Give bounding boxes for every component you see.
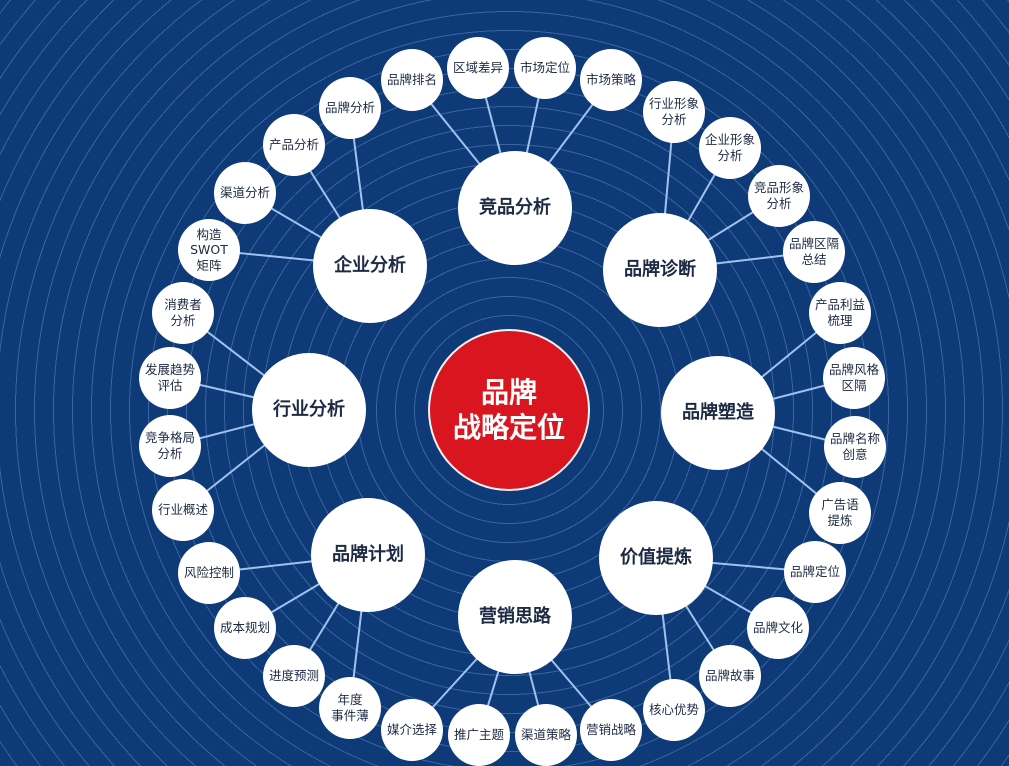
leaf-node-label: 渠道策略 bbox=[520, 727, 571, 743]
leaf-node: 市场定位 bbox=[514, 37, 576, 99]
leaf-node: 核心优势 bbox=[643, 679, 705, 741]
leaf-node: 年度 事件薄 bbox=[319, 677, 381, 739]
leaf-node-label: 营销战略 bbox=[585, 722, 636, 738]
category-node-label: 价值提炼 bbox=[620, 546, 692, 568]
leaf-node: 竞争格局 分析 bbox=[139, 415, 201, 477]
leaf-node-label: 进度预测 bbox=[268, 668, 319, 684]
leaf-node-label: 区域差异 bbox=[452, 60, 503, 76]
leaf-node: 品牌分析 bbox=[319, 77, 381, 139]
leaf-node-label: 构造 SWOT 矩阵 bbox=[190, 226, 228, 273]
leaf-node-label: 风险控制 bbox=[183, 565, 234, 581]
leaf-node-label: 核心优势 bbox=[648, 702, 699, 718]
leaf-node-label: 行业形象 分析 bbox=[648, 96, 699, 127]
leaf-node-label: 产品分析 bbox=[268, 137, 319, 153]
leaf-node: 品牌文化 bbox=[747, 597, 809, 659]
leaf-node: 品牌定位 bbox=[784, 541, 846, 603]
category-node: 价值提炼 bbox=[599, 501, 713, 615]
category-node-label: 竞品分析 bbox=[479, 196, 551, 218]
category-node-label: 品牌计划 bbox=[332, 543, 404, 565]
leaf-node: 企业形象 分析 bbox=[699, 117, 761, 179]
leaf-node-label: 推广主题 bbox=[453, 727, 504, 743]
category-node: 品牌塑造 bbox=[661, 356, 775, 470]
leaf-node: 品牌风格 区隔 bbox=[823, 347, 885, 409]
center-label: 品牌 战略定位 bbox=[452, 376, 565, 444]
leaf-node: 品牌名称 创意 bbox=[824, 416, 886, 478]
category-node-label: 行业分析 bbox=[273, 398, 345, 420]
leaf-node: 行业形象 分析 bbox=[643, 81, 705, 143]
leaf-node-label: 年度 事件薄 bbox=[331, 692, 369, 723]
leaf-node-label: 品牌故事 bbox=[704, 668, 755, 684]
leaf-node-label: 消费者 分析 bbox=[164, 297, 202, 328]
leaf-node: 市场策略 bbox=[580, 49, 642, 111]
leaf-node: 营销战略 bbox=[580, 699, 642, 761]
category-node: 品牌诊断 bbox=[603, 213, 717, 327]
leaf-node: 消费者 分析 bbox=[152, 282, 214, 344]
leaf-node-label: 品牌风格 区隔 bbox=[828, 362, 879, 393]
leaf-node-label: 媒介选择 bbox=[386, 722, 437, 738]
leaf-node-label: 渠道分析 bbox=[219, 185, 270, 201]
leaf-node: 品牌区隔 总结 bbox=[783, 221, 845, 283]
leaf-node: 发展趋势 评估 bbox=[139, 347, 201, 409]
leaf-node-label: 品牌定位 bbox=[789, 564, 840, 580]
leaf-node: 构造 SWOT 矩阵 bbox=[178, 219, 240, 281]
leaf-node-label: 产品利益 梳理 bbox=[814, 297, 865, 328]
leaf-node-label: 行业概述 bbox=[157, 502, 208, 518]
leaf-node: 渠道分析 bbox=[214, 162, 276, 224]
leaf-node-label: 企业形象 分析 bbox=[704, 132, 755, 163]
category-node: 行业分析 bbox=[252, 353, 366, 467]
category-node-label: 企业分析 bbox=[334, 254, 406, 276]
leaf-node: 行业概述 bbox=[152, 479, 214, 541]
leaf-node-label: 发展趋势 评估 bbox=[144, 362, 195, 393]
leaf-node: 媒介选择 bbox=[381, 699, 443, 761]
leaf-node-label: 品牌分析 bbox=[324, 100, 375, 116]
leaf-node: 品牌故事 bbox=[699, 645, 761, 707]
category-node-label: 品牌诊断 bbox=[624, 258, 696, 280]
leaf-node: 品牌排名 bbox=[381, 49, 443, 111]
center-node: 品牌 战略定位 bbox=[428, 329, 590, 491]
leaf-node-label: 竞品形象 分析 bbox=[753, 180, 804, 211]
leaf-node-label: 品牌排名 bbox=[386, 72, 437, 88]
leaf-node: 竞品形象 分析 bbox=[748, 165, 810, 227]
leaf-node: 推广主题 bbox=[448, 704, 510, 766]
leaf-node: 产品分析 bbox=[263, 114, 325, 176]
leaf-node-label: 市场定位 bbox=[519, 60, 570, 76]
leaf-node: 产品利益 梳理 bbox=[809, 282, 871, 344]
leaf-node-label: 品牌名称 创意 bbox=[829, 431, 880, 462]
leaf-node: 广告语 提炼 bbox=[809, 482, 871, 544]
category-node-label: 营销思路 bbox=[479, 605, 551, 627]
leaf-node: 风险控制 bbox=[178, 542, 240, 604]
leaf-node: 区域差异 bbox=[447, 37, 509, 99]
leaf-node-label: 成本规划 bbox=[219, 620, 270, 636]
leaf-node-label: 广告语 提炼 bbox=[821, 497, 859, 528]
leaf-node-label: 品牌文化 bbox=[752, 620, 803, 636]
leaf-node-label: 竞争格局 分析 bbox=[144, 430, 195, 461]
category-node: 企业分析 bbox=[313, 209, 427, 323]
leaf-node: 渠道策略 bbox=[515, 704, 577, 766]
category-node-label: 品牌塑造 bbox=[682, 401, 754, 423]
leaf-node: 成本规划 bbox=[214, 597, 276, 659]
leaf-node: 进度预测 bbox=[263, 645, 325, 707]
leaf-node-label: 市场策略 bbox=[585, 72, 636, 88]
category-node: 营销思路 bbox=[458, 560, 572, 674]
category-node: 竞品分析 bbox=[458, 151, 572, 265]
leaf-node-label: 品牌区隔 总结 bbox=[788, 236, 839, 267]
category-node: 品牌计划 bbox=[311, 498, 425, 612]
